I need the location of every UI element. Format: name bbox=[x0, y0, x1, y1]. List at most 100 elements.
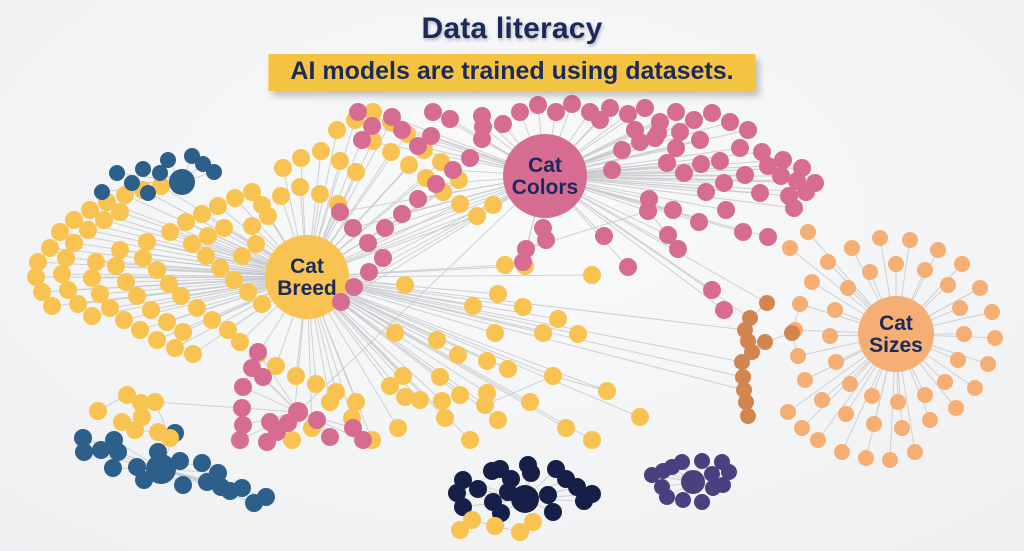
node-cat-sizes bbox=[922, 412, 938, 428]
node-yellow-mini bbox=[89, 402, 107, 420]
node-cat-colors bbox=[473, 130, 491, 148]
node-cat-breed bbox=[215, 219, 233, 237]
node-cat-breed bbox=[389, 419, 407, 437]
node-cat-breed bbox=[27, 268, 45, 286]
node-blue-bottom bbox=[193, 454, 211, 472]
node-cat-breed bbox=[331, 152, 349, 170]
node-cat-breed bbox=[557, 419, 575, 437]
node-cat-colors bbox=[603, 161, 621, 179]
node-navy-center bbox=[522, 464, 540, 482]
node-cat-sizes bbox=[834, 444, 850, 460]
node-cat-breed bbox=[468, 207, 486, 225]
node-purple bbox=[694, 494, 710, 510]
node-cat-breed bbox=[396, 388, 414, 406]
node-cat-sizes bbox=[902, 232, 918, 248]
node-orange-chain bbox=[740, 408, 756, 424]
node-cat-breed bbox=[81, 201, 99, 219]
node-cat-colors bbox=[715, 301, 733, 319]
node-cat-breed bbox=[431, 368, 449, 386]
node-purple bbox=[721, 464, 737, 480]
node-cat-colors bbox=[547, 103, 565, 121]
node-orange-chain bbox=[742, 310, 758, 326]
node-blue-top bbox=[124, 175, 140, 191]
node-cat-breed bbox=[57, 249, 75, 267]
node-orange-chain bbox=[734, 354, 750, 370]
node-cat-sizes bbox=[782, 240, 798, 256]
node-cat-colors bbox=[360, 263, 378, 281]
node-cat-colors bbox=[537, 231, 555, 249]
node-yellow-row bbox=[524, 513, 542, 531]
node-cat-breed bbox=[91, 285, 109, 303]
node-purple bbox=[675, 492, 691, 508]
node-cat-breed bbox=[197, 247, 215, 265]
node-cat-breed bbox=[449, 346, 467, 364]
node-cat-colors bbox=[393, 205, 411, 223]
node-navy-center bbox=[448, 484, 466, 502]
node-cat-colors bbox=[613, 141, 631, 159]
node-cat-sizes bbox=[794, 420, 810, 436]
graph-edge bbox=[297, 175, 546, 413]
node-pink-subcluster bbox=[233, 399, 251, 417]
node-cat-breed bbox=[489, 411, 507, 429]
node-cat-breed bbox=[177, 213, 195, 231]
node-blue-bottom bbox=[92, 441, 110, 459]
node-cat-breed bbox=[549, 310, 567, 328]
node-yellow-row bbox=[451, 521, 469, 539]
node-orange-chain bbox=[757, 334, 773, 350]
node-cat-colors bbox=[349, 103, 367, 121]
graph-edge bbox=[242, 386, 299, 413]
node-yellow-mini bbox=[161, 429, 179, 447]
node-cat-breed bbox=[292, 149, 310, 167]
node-orange-chain bbox=[759, 295, 775, 311]
node-cat-sizes bbox=[810, 432, 826, 448]
node-cat-sizes bbox=[956, 326, 972, 342]
node-cat-colors bbox=[806, 174, 824, 192]
node-cat-breed bbox=[381, 377, 399, 395]
node-cat-colors bbox=[793, 159, 811, 177]
node-orange-chain bbox=[744, 344, 760, 360]
node-cat-colors bbox=[667, 103, 685, 121]
node-cat-breed bbox=[111, 241, 129, 259]
node-cat-colors bbox=[703, 281, 721, 299]
node-cat-sizes bbox=[894, 420, 910, 436]
graph-edge bbox=[306, 274, 593, 278]
node-cat-sizes bbox=[952, 300, 968, 316]
node-cat-breed bbox=[347, 393, 365, 411]
node-blue-top bbox=[152, 165, 168, 181]
node-cat-breed bbox=[267, 357, 285, 375]
node-yellow-row bbox=[463, 511, 481, 529]
hub-pink-subcluster bbox=[288, 402, 308, 422]
node-blue-top bbox=[195, 156, 211, 172]
node-cat-breed bbox=[65, 234, 83, 252]
node-blue-bottom bbox=[109, 443, 127, 461]
node-orange-chain bbox=[784, 325, 800, 341]
node-pink-subcluster bbox=[258, 433, 276, 451]
node-cat-breed bbox=[95, 211, 113, 229]
node-cat-breed bbox=[631, 408, 649, 426]
node-cat-colors bbox=[736, 166, 754, 184]
node-cat-breed bbox=[321, 393, 339, 411]
node-cat-breed bbox=[101, 299, 119, 317]
node-cat-sizes bbox=[866, 416, 882, 432]
node-cat-breed bbox=[184, 345, 202, 363]
node-cat-breed bbox=[188, 299, 206, 317]
node-blue-bottom bbox=[104, 459, 122, 477]
node-navy-center bbox=[469, 480, 487, 498]
node-cat-sizes bbox=[814, 392, 830, 408]
node-cat-breed bbox=[514, 298, 532, 316]
node-cat-breed bbox=[312, 142, 330, 160]
node-cat-sizes bbox=[844, 240, 860, 256]
node-cat-breed bbox=[142, 301, 160, 319]
node-purple bbox=[715, 477, 731, 493]
node-cat-colors bbox=[345, 278, 363, 296]
node-cat-colors bbox=[422, 127, 440, 145]
node-cat-breed bbox=[461, 431, 479, 449]
node-cat-colors bbox=[383, 108, 401, 126]
graph-edge bbox=[306, 175, 546, 278]
node-blue-top bbox=[140, 185, 156, 201]
node-cat-breed bbox=[128, 287, 146, 305]
node-cat-breed bbox=[243, 183, 261, 201]
node-cat-sizes bbox=[840, 280, 856, 296]
graph-edge bbox=[154, 401, 243, 409]
